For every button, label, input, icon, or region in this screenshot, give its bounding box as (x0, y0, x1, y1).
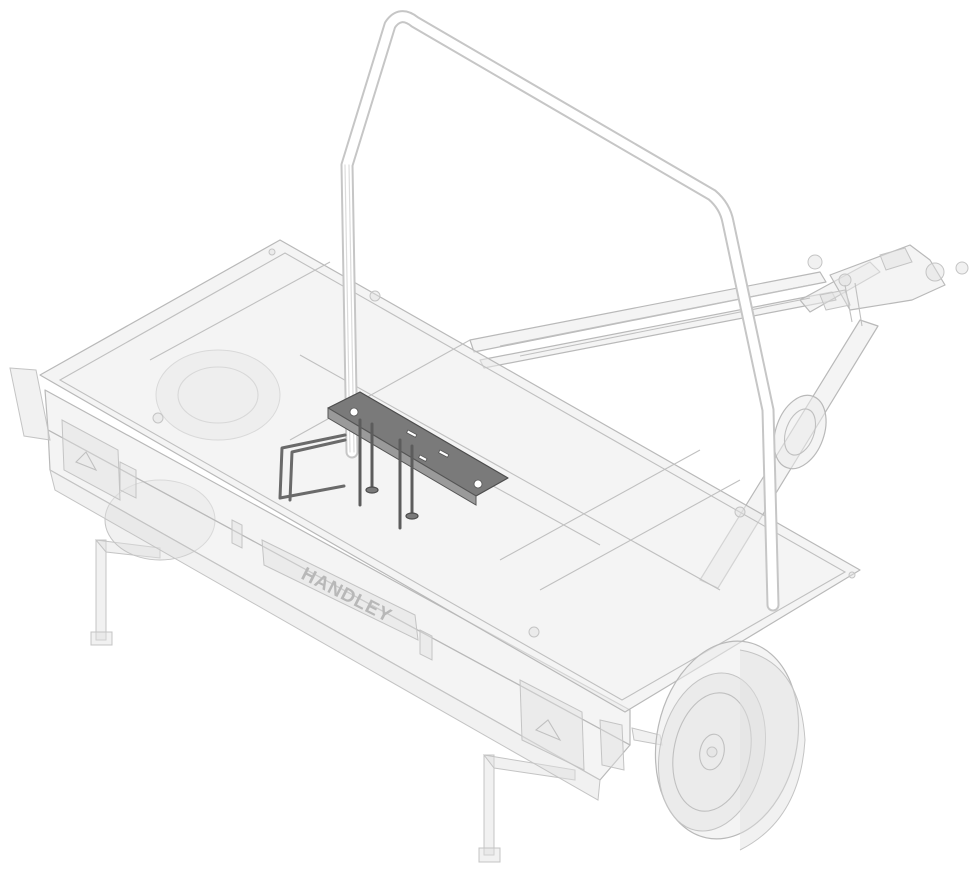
trailer-body: HANDLEY (9, 367, 663, 801)
jockey-wheel (773, 394, 827, 470)
main-wheel (654, 640, 806, 851)
mounting-bracket (278, 391, 509, 530)
